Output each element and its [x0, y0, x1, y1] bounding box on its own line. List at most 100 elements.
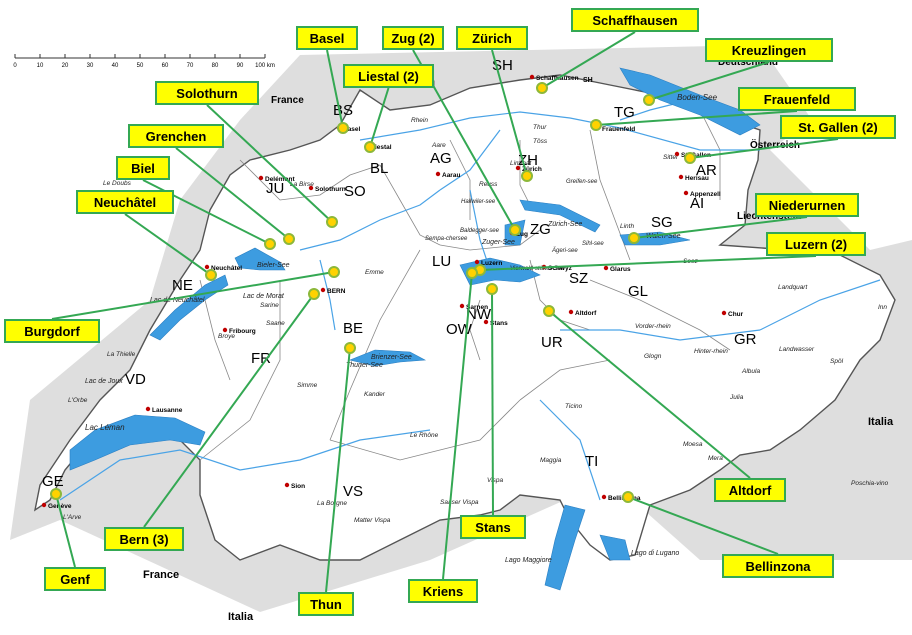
city-dot — [145, 406, 151, 412]
river-line — [299, 189, 441, 251]
callout-schaffhausen[interactable]: Schaffhausen — [571, 8, 699, 32]
city-dot — [674, 151, 680, 157]
location-marker-grenchen — [283, 233, 295, 245]
lake-label: Lac de Morat — [243, 293, 285, 300]
switzerland-outline — [33, 74, 896, 561]
callout-kreuzlingen[interactable]: Kreuzlingen — [705, 38, 833, 62]
city-label: Stans — [490, 320, 508, 327]
callout-neuchatel[interactable]: Neuchâtel — [76, 190, 174, 214]
callout-label: St. Gallen (2) — [798, 119, 878, 135]
river-label: Thur — [533, 124, 547, 131]
river-label: Spöl — [830, 358, 844, 365]
canton-border — [329, 399, 521, 461]
river-label: Vispa — [487, 477, 504, 484]
lake-label: Hallwiler-see — [461, 199, 496, 205]
river-label: La Thielle — [107, 351, 136, 358]
callout-altdorf[interactable]: Altdorf — [714, 478, 786, 502]
city-label: St. Gallen — [681, 152, 711, 159]
scale-tick-label: 50 — [137, 63, 144, 69]
city-label: Fribourg — [229, 328, 256, 335]
river-label: Linth — [620, 223, 634, 230]
river-label: Le Doubs — [103, 180, 132, 187]
callout-label: Frauenfeld — [763, 91, 831, 107]
river-label: Landquart — [778, 284, 808, 291]
canton-border — [519, 140, 531, 206]
lake-label: Sempa-chersee — [425, 236, 468, 242]
river-label: Albula — [741, 368, 760, 375]
callout-stans[interactable]: Stans — [460, 515, 526, 539]
callout-grenchen[interactable]: Grenchen — [128, 124, 224, 148]
country-label: Italia — [868, 416, 894, 428]
callout-zuerich[interactable]: Zürich — [456, 26, 528, 50]
leader-line-genf — [55, 493, 76, 568]
lake-label: Lac de Joux — [85, 378, 123, 385]
city-label: Liestal — [371, 144, 392, 151]
river-label: Mera — [708, 455, 723, 462]
callout-frauenfeld[interactable]: Frauenfeld — [738, 87, 856, 111]
callout-liestal[interactable]: Liestal (2) — [343, 64, 434, 88]
canton-label: AI — [690, 195, 704, 212]
callout-kriens[interactable]: Kriens — [408, 579, 478, 603]
lake-label: Lac Léman — [85, 423, 125, 432]
callout-basel[interactable]: Basel — [296, 26, 358, 50]
leader-line-altdorf — [548, 310, 751, 479]
callout-luzern[interactable]: Luzern (2) — [766, 232, 866, 256]
callout-thun[interactable]: Thun — [298, 592, 354, 616]
location-marker-kriens — [466, 267, 478, 279]
river-label: Töss — [533, 138, 548, 145]
canton-label: GR — [734, 331, 757, 348]
city-dot — [258, 175, 264, 181]
callout-biel[interactable]: Biel — [116, 156, 170, 180]
callout-label: Luzern (2) — [784, 236, 848, 252]
leader-line-stans — [491, 288, 494, 516]
lake-shape — [149, 274, 229, 341]
city-label: Neuchâtel — [211, 265, 242, 272]
river-label: Kander — [364, 391, 386, 398]
scale-tick-label: 100 km — [255, 63, 275, 69]
callout-niederurnen[interactable]: Niederurnen — [755, 193, 859, 217]
callout-genf[interactable]: Genf — [44, 567, 106, 591]
callout-label: Altdorf — [728, 482, 772, 498]
canton-label: NE — [172, 277, 193, 294]
location-marker-thun — [344, 342, 356, 354]
river-label: Julia — [729, 394, 744, 401]
callout-solothurn[interactable]: Solothurn — [155, 81, 259, 105]
city-dot — [435, 171, 441, 177]
river-label: Saane — [266, 320, 285, 327]
city-label: Glarus — [610, 266, 631, 273]
canton-label: ZG — [530, 221, 551, 238]
location-marker-biel — [264, 238, 276, 250]
river-label: La Birse — [290, 181, 314, 188]
city-label: Zürich — [522, 166, 542, 173]
city-dot — [721, 310, 727, 316]
callout-bellinzona[interactable]: Bellinzona — [722, 554, 834, 578]
city-label: Sarnen — [466, 304, 488, 311]
canton-border — [199, 280, 281, 461]
river-label: Emme — [365, 269, 384, 276]
lake-label: Vierwald-stätter-See — [510, 266, 565, 272]
callout-bern[interactable]: Bern (3) — [104, 527, 184, 551]
location-marker-solothurn — [326, 216, 338, 228]
canton-label: LU — [432, 253, 451, 270]
canton-border — [379, 164, 441, 246]
canton-label: OW — [446, 321, 473, 338]
canton-label: FR — [251, 350, 271, 367]
city-dot — [601, 494, 607, 500]
lake-shape — [234, 247, 286, 271]
lake-label: Brienzer-See — [371, 354, 412, 361]
callout-burgdorf[interactable]: Burgdorf — [4, 319, 100, 343]
callout-st-gallen[interactable]: St. Gallen (2) — [780, 115, 896, 139]
city-dot — [483, 319, 489, 325]
callout-label: Solothurn — [176, 85, 238, 101]
leader-line-kriens — [442, 272, 473, 580]
city-label: Frauenfeld — [602, 126, 635, 133]
canton-label: SZ — [569, 270, 588, 287]
callout-label: Grenchen — [145, 128, 207, 144]
location-marker-neuchatel — [205, 269, 217, 281]
lake-label: Bieler-See — [257, 262, 290, 269]
city-dot — [515, 165, 521, 171]
leader-line-schaffhausen — [541, 31, 636, 89]
city-dot — [284, 482, 290, 488]
callout-zug[interactable]: Zug (2) — [382, 26, 444, 50]
lake-shape — [519, 199, 601, 233]
